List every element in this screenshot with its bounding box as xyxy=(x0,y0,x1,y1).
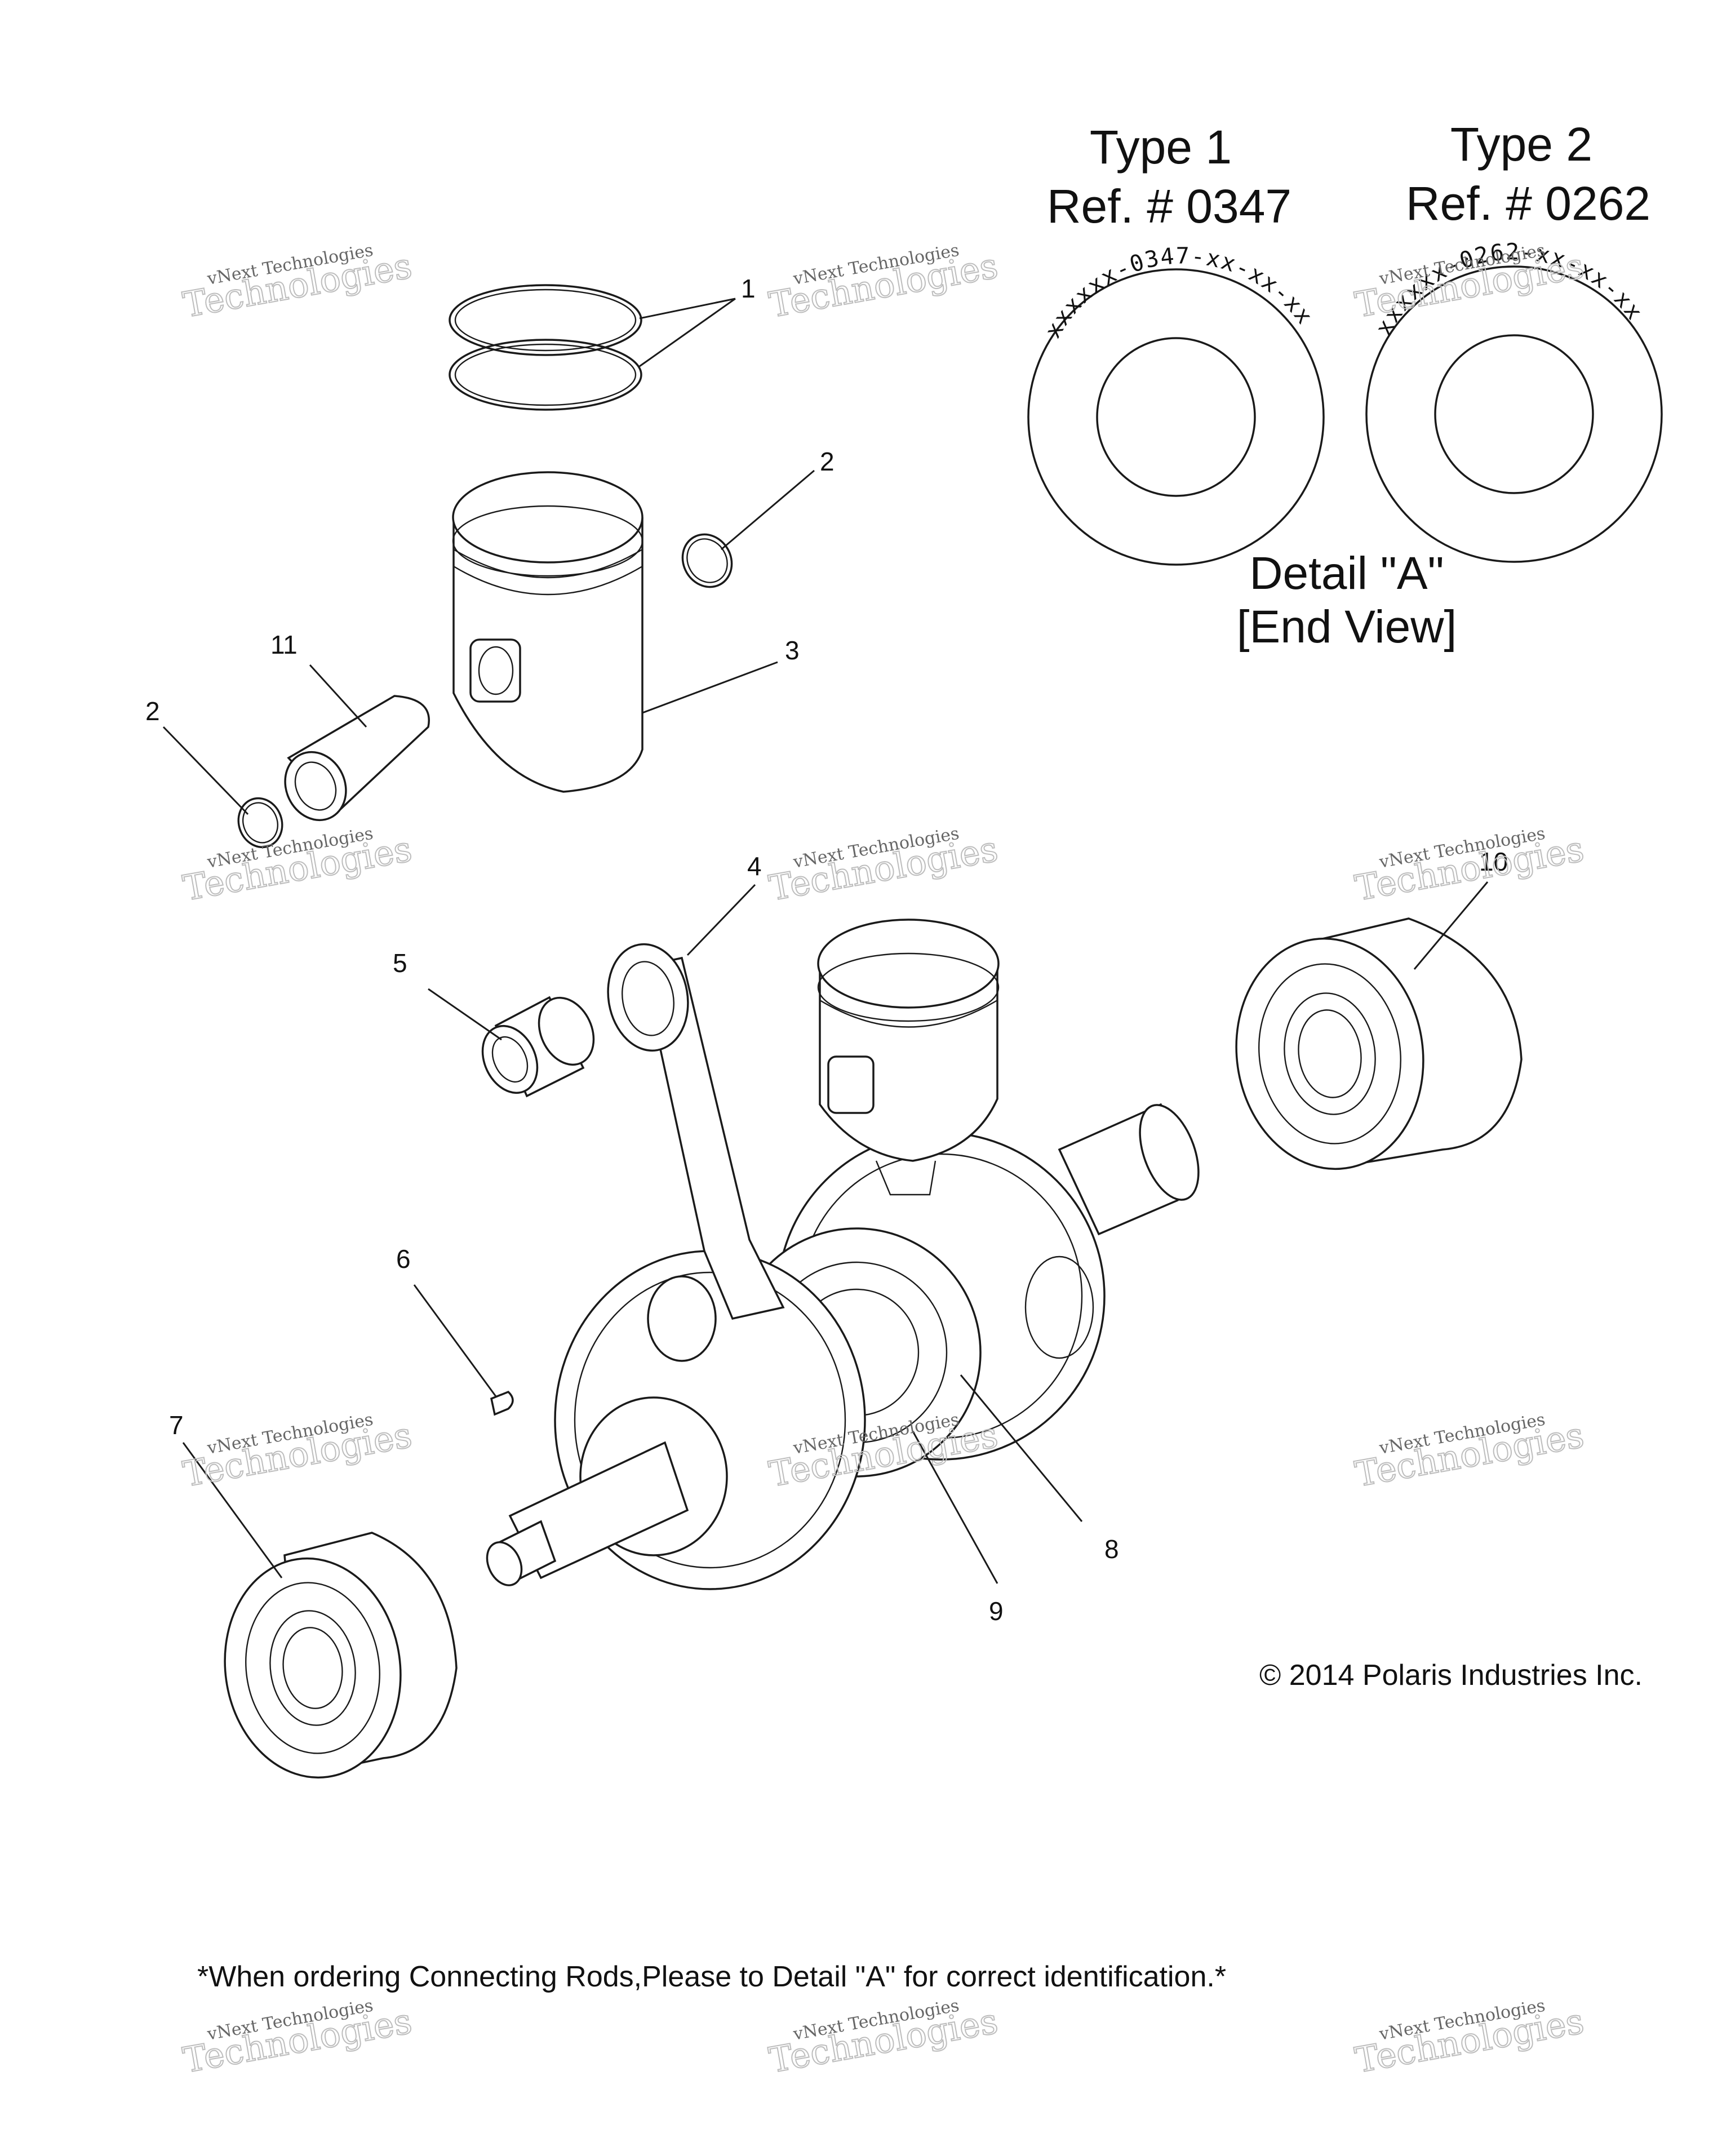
type1-marking: xxxxxx-0347-xx-xx-xx xyxy=(1040,243,1318,343)
watermark: vNext Technologies Technologies xyxy=(179,824,415,910)
watermark: vNext Technologies Technologies xyxy=(1351,1410,1587,1496)
piston xyxy=(452,471,643,793)
detail-a-end-view: Type 1 Ref. # 0347 Type 2 Ref. # 0262 xx… xyxy=(1027,118,1663,653)
watermark: vNext Technologies Technologies xyxy=(179,241,415,326)
callout-4: 4 xyxy=(747,851,762,881)
type2-title: Type 2 xyxy=(1450,118,1592,171)
watermark: vNext Technologies Technologies xyxy=(765,1996,1001,2082)
woodruff-key xyxy=(490,1390,514,1416)
callout-6: 6 xyxy=(396,1244,411,1274)
wrist-pin xyxy=(284,695,430,822)
watermark: vNext Technologies Technologies xyxy=(765,241,1001,326)
leader-lines xyxy=(162,298,1489,1584)
callout-5: 5 xyxy=(393,948,407,978)
copyright: © 2014 Polaris Industries Inc. xyxy=(1259,1659,1643,1692)
watermark: vNext Technologies Technologies xyxy=(179,1996,415,2082)
ordering-footnote: *When ordering Connecting Rods,Please to… xyxy=(197,1960,1226,1993)
piston-rings xyxy=(449,284,642,411)
callout-2-lower: 2 xyxy=(145,697,160,726)
type2-ref: Ref. # 0262 xyxy=(1406,177,1650,230)
callout-2-upper: 2 xyxy=(820,447,835,476)
type1-ref: Ref. # 0347 xyxy=(1047,180,1291,233)
needle-bearing xyxy=(481,996,595,1098)
callout-labels: 1 2 2 3 4 5 6 7 8 9 10 11 xyxy=(145,274,1508,1626)
main-bearing-left xyxy=(224,1532,458,1779)
callout-3: 3 xyxy=(785,636,800,665)
detail-caption-line1: Detail "A" xyxy=(1249,548,1444,599)
type1-title: Type 1 xyxy=(1090,121,1232,174)
callout-10: 10 xyxy=(1479,847,1508,876)
callout-7: 7 xyxy=(169,1410,184,1440)
watermark: vNext Technologies Technologies xyxy=(1351,1996,1587,2082)
main-bearing-right xyxy=(1235,917,1523,1170)
detail-caption-line2: [End View] xyxy=(1237,601,1457,653)
crankshaft-assembly xyxy=(486,919,1200,1590)
circlip-upper xyxy=(681,533,733,588)
watermark: vNext Technologies Technologies xyxy=(179,1410,415,1496)
callout-9: 9 xyxy=(989,1596,1004,1626)
type1-rod-end: xxxxxx-0347-xx-xx-xx xyxy=(1027,243,1325,566)
watermark: vNext Technologies Technologies xyxy=(765,824,1001,910)
callout-11: 11 xyxy=(270,630,298,659)
watermark: vNext Technologies Technologies xyxy=(1351,824,1587,910)
callout-1: 1 xyxy=(741,274,756,303)
circlip-lower xyxy=(237,797,283,849)
callout-8: 8 xyxy=(1104,1534,1119,1564)
